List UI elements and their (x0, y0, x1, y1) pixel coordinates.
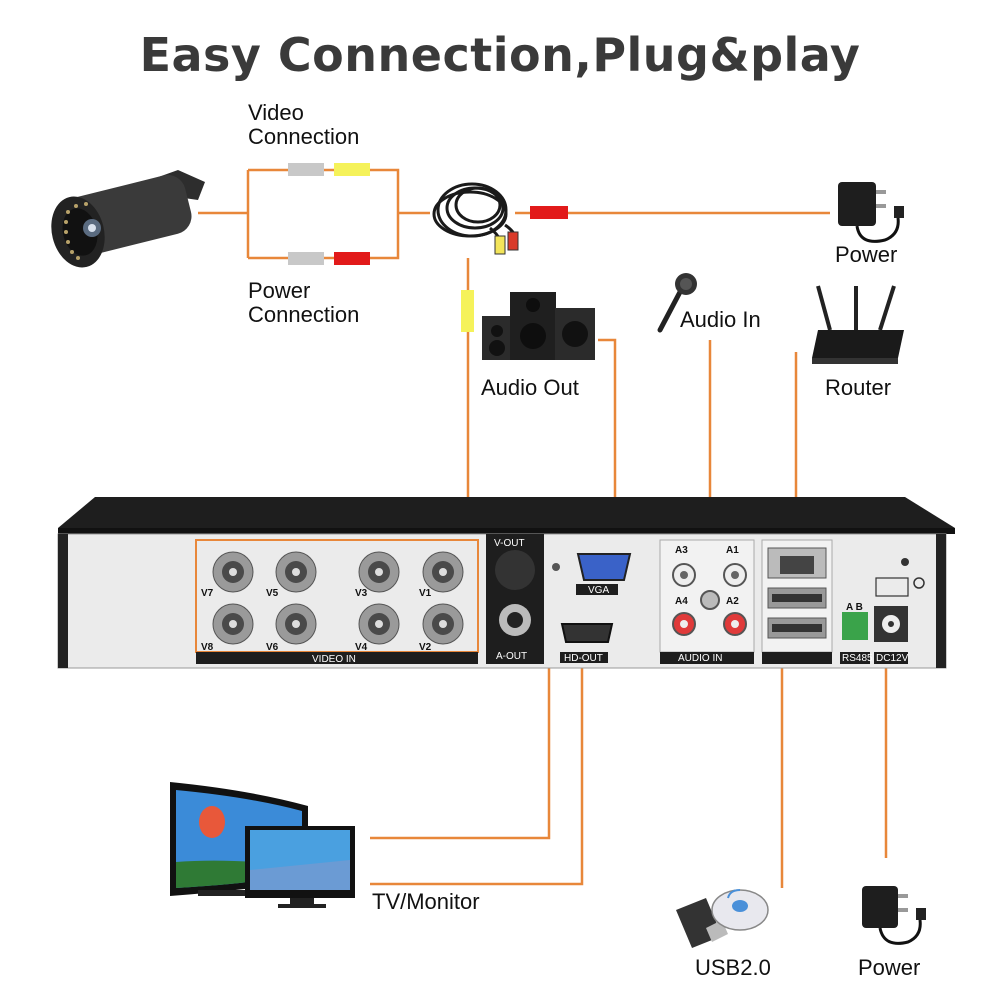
dvr-device (57, 497, 955, 669)
video-connection-line2: Connection (248, 124, 360, 149)
port-label: V4 (355, 642, 368, 653)
port-label: V8 (201, 642, 214, 653)
split-box-wire (248, 168, 400, 260)
audio-in-panel-label: AUDIO IN (678, 653, 722, 664)
port-label: V5 (266, 588, 279, 599)
power-connection-line1: Power (248, 278, 311, 303)
camera-icon (51, 170, 205, 268)
cable-bundle-icon (432, 182, 519, 255)
power-plug-red-right (530, 206, 568, 219)
speakers-icon (482, 292, 595, 360)
audio-port-label: A4 (675, 596, 688, 607)
audio-port-label: A2 (726, 596, 739, 607)
page-title: Easy Connection,Plug&play (139, 28, 861, 82)
video-plug-yellow-vertical (461, 290, 474, 332)
power-connection-line2: Connection (248, 302, 360, 327)
power-adapter-bottom-icon (862, 886, 926, 945)
port-label: V7 (201, 588, 214, 599)
audio-out-label: Audio Out (481, 375, 579, 400)
router-icon (812, 285, 904, 364)
power-plug-grey (288, 252, 324, 265)
power-bottom-label: Power (858, 955, 921, 980)
port-label: V6 (266, 642, 279, 653)
tv-monitor-label: TV/Monitor (372, 889, 480, 914)
audio-port-label: A1 (726, 545, 739, 556)
port-label: V1 (419, 588, 432, 599)
usb-devices-icon (676, 889, 769, 948)
vga-label: VGA (588, 585, 609, 596)
video-plug-grey (288, 163, 324, 176)
video-plug-yellow (334, 163, 370, 176)
bnc-ports (212, 551, 464, 645)
power-adapter-top-icon (838, 182, 904, 243)
video-connection-line1: Video (248, 100, 304, 125)
power-plug-red (334, 252, 370, 265)
usb-label: USB2.0 (695, 955, 771, 980)
dc12v-label: DC12V (876, 653, 909, 664)
hdmi-wire (370, 662, 584, 886)
video-in-label: VIDEO IN (312, 654, 356, 665)
microphone-icon (657, 273, 697, 333)
port-label: V2 (419, 642, 432, 653)
ab-label: A B (846, 602, 863, 613)
video-connection-label: Video Connection (248, 101, 359, 149)
rs485-label: RS485 (842, 653, 873, 664)
power-connection-label: Power Connection (248, 279, 359, 327)
v-out-label: V-OUT (494, 538, 525, 549)
power-top-label: Power (835, 242, 898, 267)
audio-in-label: Audio In (680, 307, 761, 332)
hd-out-label: HD-OUT (564, 653, 603, 664)
a-out-label: A-OUT (496, 651, 527, 662)
router-label: Router (825, 375, 892, 400)
panel-labels: V7 V5 V3 V1 V8 V6 V4 V2 VIDEO IN V-OUT A… (201, 538, 909, 665)
audio-port-label: A3 (675, 545, 688, 556)
tv-monitor-icon (170, 782, 355, 908)
port-label: V3 (355, 588, 368, 599)
